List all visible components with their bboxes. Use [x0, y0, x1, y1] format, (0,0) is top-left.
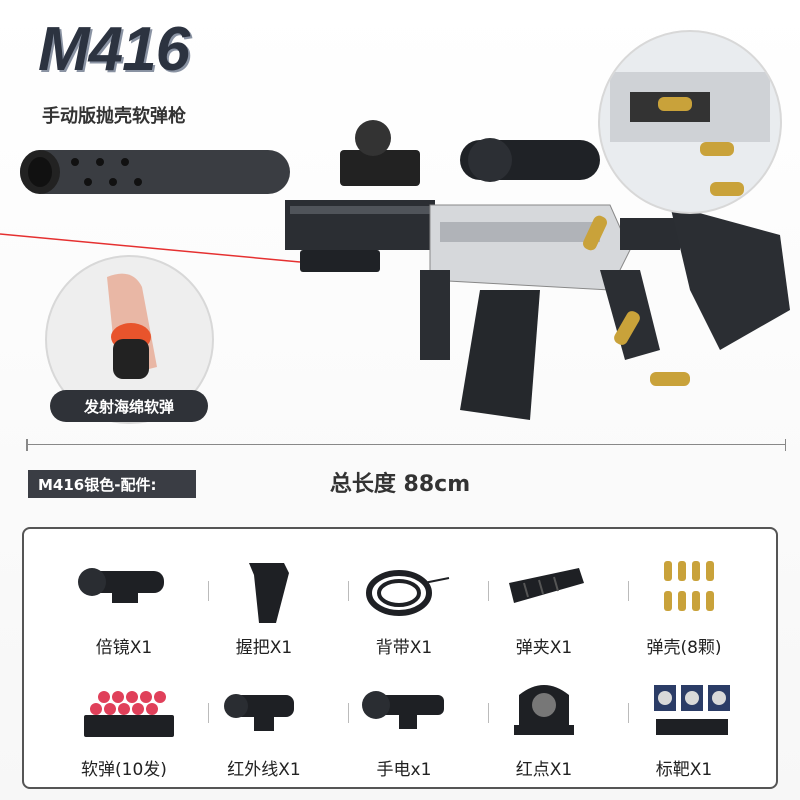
- target-icon: [654, 685, 730, 735]
- sling-icon: [366, 570, 450, 616]
- separator: [488, 703, 489, 723]
- accessory-item: 倍镜X1: [54, 549, 194, 669]
- accessory-item: 弹壳(8颗): [614, 549, 754, 669]
- accessory-item: 红外线X1: [194, 671, 334, 791]
- accessory-item: 红点X1: [474, 671, 614, 791]
- laser-sight-icon: [224, 694, 294, 731]
- red-dot-sight-icon: [514, 685, 574, 735]
- product-subtitle: 手动版抛壳软弹枪: [42, 106, 186, 127]
- total-length: 总长度 88cm: [329, 472, 471, 497]
- separator: [208, 581, 209, 601]
- soft-darts-icon: [84, 691, 174, 737]
- product-title: M416: [38, 15, 190, 84]
- accessory-item: 背带X1: [334, 549, 474, 669]
- accessories-panel: 倍镜X1 握把X1 背带X1 弹夹X1: [22, 527, 778, 789]
- rifle-illustration: [0, 120, 790, 420]
- suppressor-icon: [20, 150, 290, 194]
- separator: [628, 581, 629, 601]
- accessory-item: 标靶X1: [614, 671, 754, 791]
- accessory-item: 弹夹X1: [474, 549, 614, 669]
- accessory-item: 握把X1: [194, 549, 334, 669]
- length-measure-line: [26, 439, 786, 457]
- ejection-detail-circle: [598, 30, 782, 214]
- ejection-port-icon: [610, 72, 770, 196]
- separator: [628, 703, 629, 723]
- grip-icon: [249, 563, 289, 623]
- accessory-item: 软弹(10发): [54, 671, 194, 791]
- separator: [208, 703, 209, 723]
- separator: [348, 703, 349, 723]
- shell-casings-icon: [664, 561, 714, 611]
- separator: [348, 581, 349, 601]
- accessory-item: 手电x1: [334, 671, 474, 791]
- accessories-tag: M416银色-配件:: [28, 470, 196, 498]
- soft-dart-badge: 发射海绵软弹: [50, 390, 208, 422]
- magazine-icon: [509, 568, 584, 603]
- finger-dart-icon: [107, 273, 157, 379]
- flashlight-icon: [362, 691, 444, 729]
- scope-icon: [78, 568, 164, 603]
- separator: [488, 581, 489, 601]
